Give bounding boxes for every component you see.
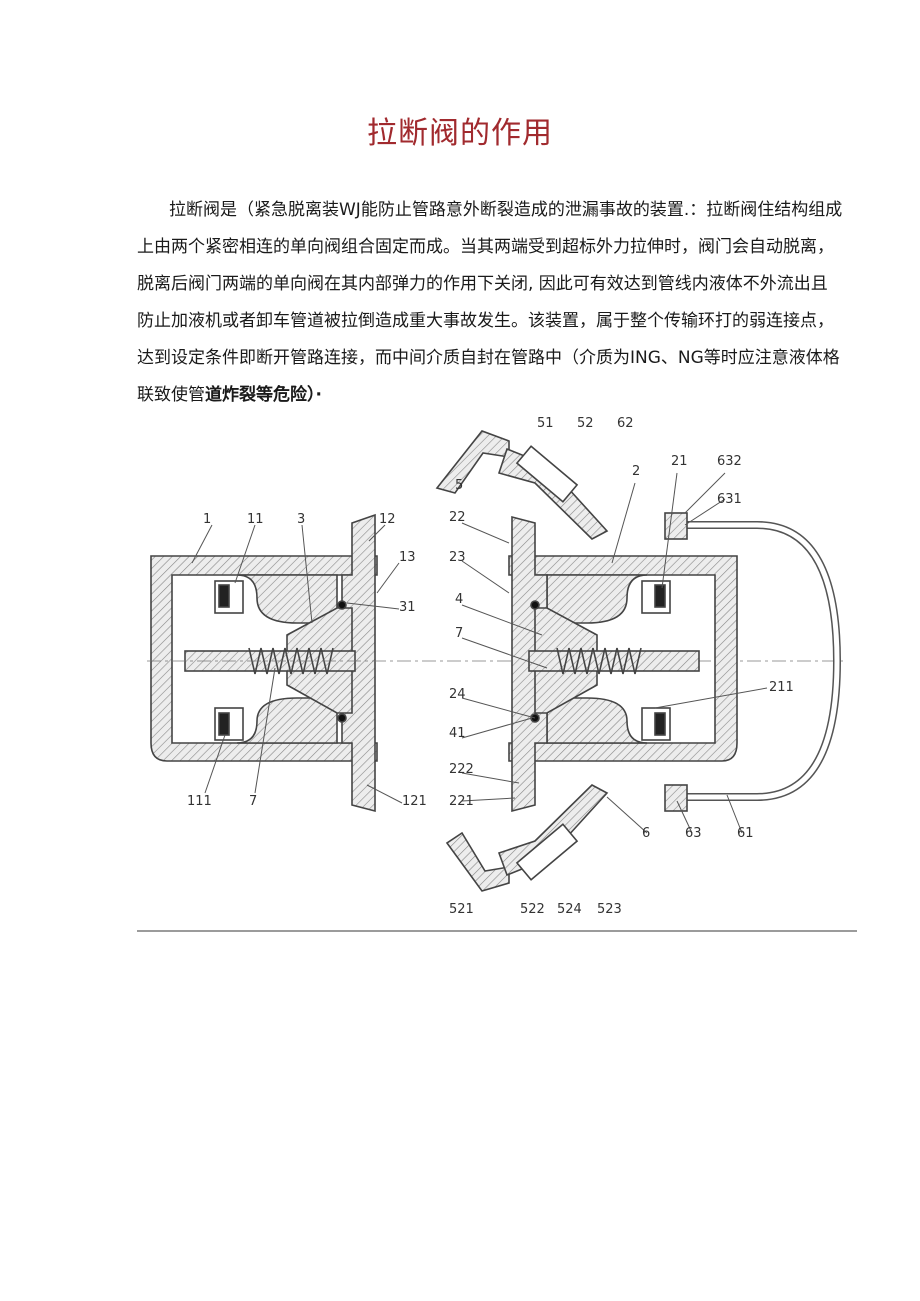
paragraph-line-2: 上由两个紧密相连的单向阀组合固定而成。当其两端受到超标外力拉伸时，阀门会自动脱离… (137, 237, 834, 257)
label-111: 111 (187, 794, 212, 809)
last-line-normal: 联致使管 (137, 385, 205, 405)
label-7-left: 7 (249, 794, 257, 809)
left-valve-body (150, 513, 378, 813)
right-valve-body (435, 430, 842, 892)
label-13: 13 (399, 550, 416, 565)
body-paragraph: 拉断阀是（紧急脱离装WJ能防止管路意外断裂造成的泄漏事故的装置.：拉断阀住结构组… (137, 192, 843, 414)
label-41: 41 (449, 726, 466, 741)
label-221: 221 (449, 794, 474, 809)
label-2: 2 (632, 464, 640, 479)
label-522: 522 (520, 902, 545, 917)
label-631: 631 (717, 492, 742, 507)
last-line-bold: 道炸裂等危险）· (205, 385, 322, 405)
figure-bottom-rule (137, 930, 857, 932)
label-51: 51 (537, 416, 554, 431)
label-21: 21 (671, 454, 688, 469)
label-11: 11 (247, 512, 264, 527)
label-52: 52 (577, 416, 594, 431)
label-523: 523 (597, 902, 622, 917)
label-4: 4 (455, 592, 463, 607)
valve-section-drawing: 1 11 3 12 13 31 111 7 121 5 2 21 632 631… (137, 413, 857, 933)
label-3: 3 (297, 512, 305, 527)
label-23: 23 (449, 550, 466, 565)
label-7-right: 7 (455, 626, 463, 641)
label-31: 31 (399, 600, 416, 615)
label-1: 1 (203, 512, 211, 527)
label-62: 62 (617, 416, 634, 431)
part-labels: 1 11 3 12 13 31 111 7 121 5 2 21 632 631… (187, 416, 794, 917)
paragraph-line-3: 脱离后阀门两端的单向阀在其内部弹力的作用下关闭, 因此可有效达到管线内液体不外流… (137, 274, 828, 294)
label-24: 24 (449, 687, 466, 702)
label-524: 524 (557, 902, 582, 917)
label-22: 22 (449, 510, 466, 525)
label-211: 211 (769, 680, 794, 695)
label-121: 121 (402, 794, 427, 809)
paragraph-line-4: 防止加液机或者卸车管道被拉倒造成重大事故发生。该装置，属于整个传输环打的弱连接点… (137, 311, 834, 331)
label-222: 222 (449, 762, 474, 777)
paragraph-line-5: 达到设定条件即断开管路连接，而中间介质自封在管路中（介质为ING、NG等时应注意… (137, 348, 840, 368)
label-12: 12 (379, 512, 396, 527)
leader-lines (191, 472, 768, 834)
page-title: 拉断阀的作用 (367, 116, 553, 151)
paragraph-line-1: 拉断阀是（紧急脱离装WJ能防止管路意外断裂造成的泄漏事故的装置.：拉断阀住结构组… (169, 200, 843, 220)
label-6: 6 (642, 826, 650, 841)
label-521: 521 (449, 902, 474, 917)
label-5: 5 (455, 478, 463, 493)
label-632: 632 (717, 454, 742, 469)
label-61: 61 (737, 826, 754, 841)
label-63: 63 (685, 826, 702, 841)
paragraph-line-6: 联致使管道炸裂等危险）· (137, 377, 843, 414)
